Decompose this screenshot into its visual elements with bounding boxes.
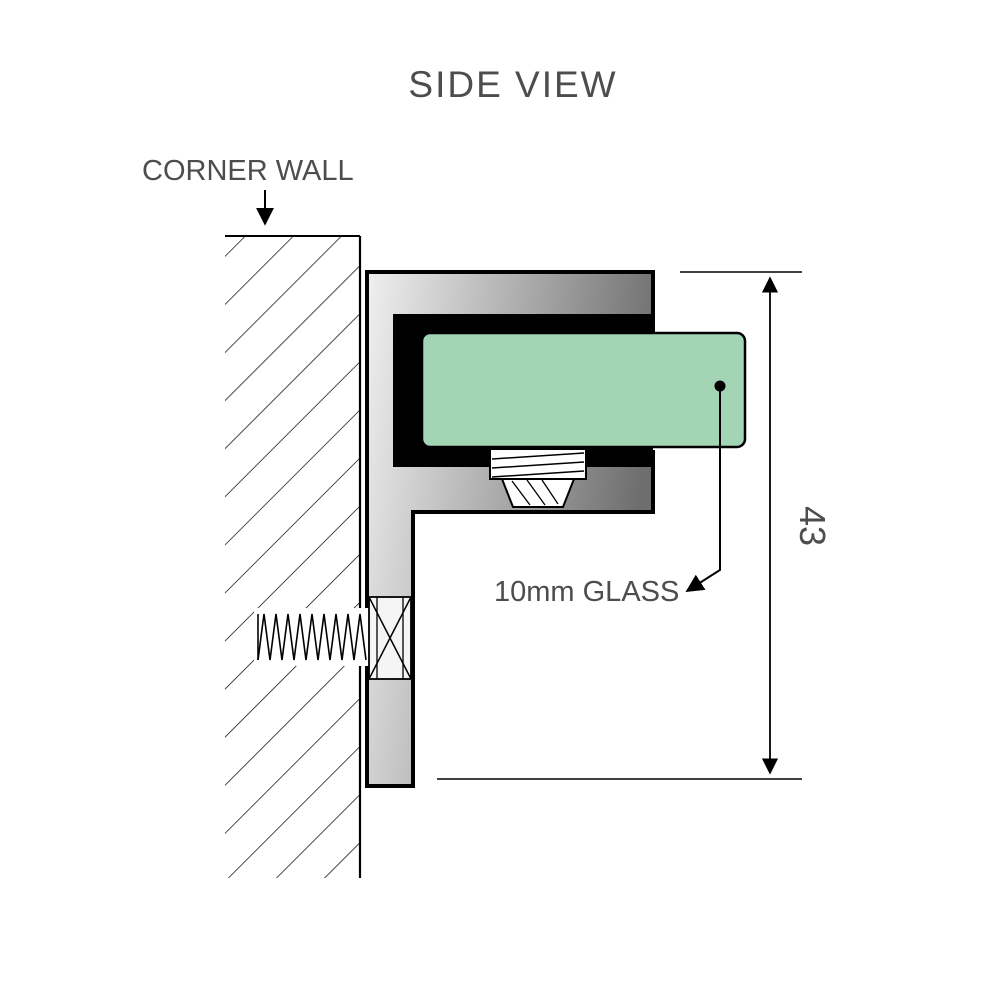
screw-threads	[257, 613, 367, 661]
leader-line	[685, 386, 721, 592]
glass-label: 10mm GLASS	[494, 576, 679, 608]
glass-panel	[420, 331, 747, 449]
corner-wall	[225, 235, 362, 878]
screw-head-cross	[368, 596, 412, 680]
grub-screw-threads	[491, 452, 585, 478]
wall-screw	[254, 596, 412, 680]
diagram-title: SIDE VIEW	[408, 64, 617, 105]
corner-wall-label: CORNER WALL	[142, 155, 354, 187]
grub-screw	[489, 448, 587, 508]
corner-wall-callout: CORNER WALL	[142, 155, 354, 226]
dimension-value: 43	[792, 506, 833, 546]
glass-callout: 10mm GLASS	[494, 380, 726, 608]
wall-hatch	[225, 236, 360, 878]
grub-screw-tip	[500, 478, 576, 508]
dimension: 43	[437, 271, 833, 780]
grub-screw-hatch	[511, 479, 559, 506]
screw-head-lines	[376, 597, 404, 679]
